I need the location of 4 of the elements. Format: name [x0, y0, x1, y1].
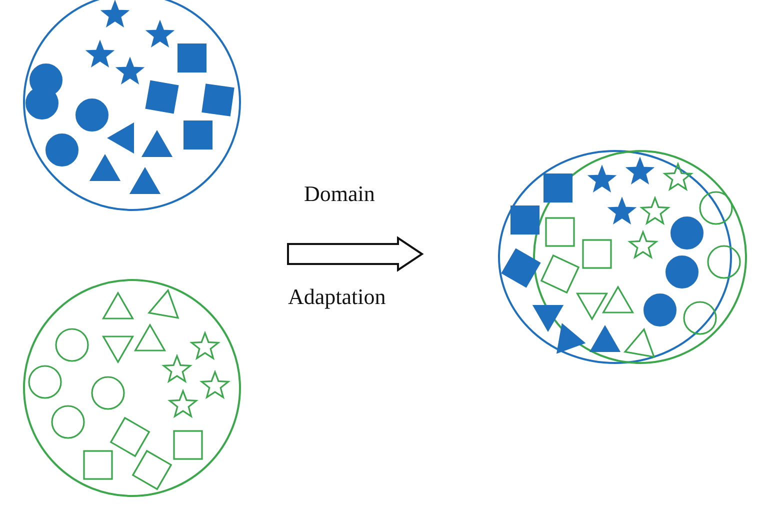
shape-cluster-drawing: [22, 278, 242, 498]
caption-text: Domain: [304, 183, 375, 205]
shape-cluster-drawing: [22, 0, 242, 212]
caption-text: Adaptation: [288, 286, 386, 308]
